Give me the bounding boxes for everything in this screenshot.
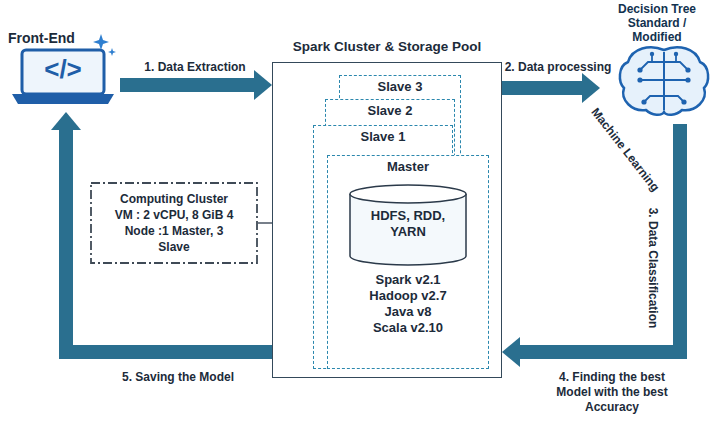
brain-icon — [620, 47, 708, 114]
computing-cluster-box: Computing Cluster VM : 2 vCPU, 8 GiB 4 N… — [90, 182, 258, 264]
version-list: Spark v2.1 Hadoop v2.7 Java v8 Scala v2.… — [366, 272, 450, 336]
master-box: MasterSpark v2.1 Hadoop v2.7 Java v8 Sca… — [327, 155, 489, 369]
circuit-trace — [640, 54, 688, 102]
connector-shaft — [66, 130, 272, 352]
storage-label: HDFS, RDD, YARN — [358, 208, 458, 240]
box-title: Slave 2 — [326, 103, 454, 119]
flow-arrow — [502, 73, 600, 103]
flow-arrow — [51, 112, 272, 352]
step-label: 5. Saving the Model — [122, 370, 234, 385]
step-label: 3. Data Classification — [645, 208, 660, 329]
laptop-base — [12, 94, 114, 104]
box-title: Slave 3 — [340, 79, 460, 95]
arrow-head — [254, 70, 272, 100]
step-label: 1. Data Extraction — [144, 60, 245, 75]
brain-outline — [620, 47, 708, 114]
laptop-screen — [22, 50, 104, 94]
brain-midline — [663, 52, 665, 110]
code-icon-text: </> — [22, 54, 104, 84]
sparkle — [93, 34, 109, 50]
sparkle — [108, 48, 116, 56]
ml-model-node: Decision Tree Standard / Modified — [600, 2, 714, 120]
box-title: Master — [328, 159, 488, 175]
connector-shaft — [502, 81, 582, 95]
cluster-spec: Computing Cluster VM : 2 vCPU, 8 GiB 4 N… — [111, 191, 237, 255]
arrow-head — [502, 337, 520, 367]
connector-shaft — [120, 78, 254, 92]
circuit-nodes — [637, 52, 690, 105]
flow-arrow — [502, 124, 680, 367]
cluster-box: Spark Cluster & Storage PoolSlave 3Slave… — [272, 62, 502, 378]
link-line — [258, 223, 272, 224]
box-heading: Spark Cluster & Storage Pool — [273, 39, 501, 55]
step-label: 4. Finding the best Model with the best … — [545, 370, 680, 415]
connector-shaft — [258, 222, 272, 224]
edge-label-holder: 1. Data Extraction — [144, 60, 245, 75]
connector-shaft — [520, 124, 680, 352]
rotated-caption: Machine Learning — [588, 105, 663, 195]
front-end-node: Front-End </> — [6, 30, 120, 110]
node-title: Front-End — [6, 30, 120, 46]
box-title: Slave 1 — [314, 129, 452, 145]
step-label: 2. Data processing — [505, 60, 612, 75]
edge-label-holder: 5. Saving the Model — [122, 370, 234, 385]
cylinder-body — [350, 194, 466, 265]
cylinder-top — [350, 185, 466, 203]
arrow-head — [51, 112, 81, 130]
label-holder: Machine Learning — [588, 105, 663, 195]
arrow-head — [582, 73, 600, 103]
flow-arrow — [120, 70, 272, 100]
edge-label-holder: 2. Data processing — [505, 60, 612, 75]
label-holder: 4. Finding the best Model with the best … — [545, 370, 680, 415]
model-heading: Decision Tree Standard / Modified — [604, 2, 710, 44]
edge-label-holder: 3. Data Classification — [645, 208, 660, 329]
storage-cylinder: HDFS, RDD, YARN — [346, 184, 470, 266]
outline-rect — [91, 183, 257, 263]
